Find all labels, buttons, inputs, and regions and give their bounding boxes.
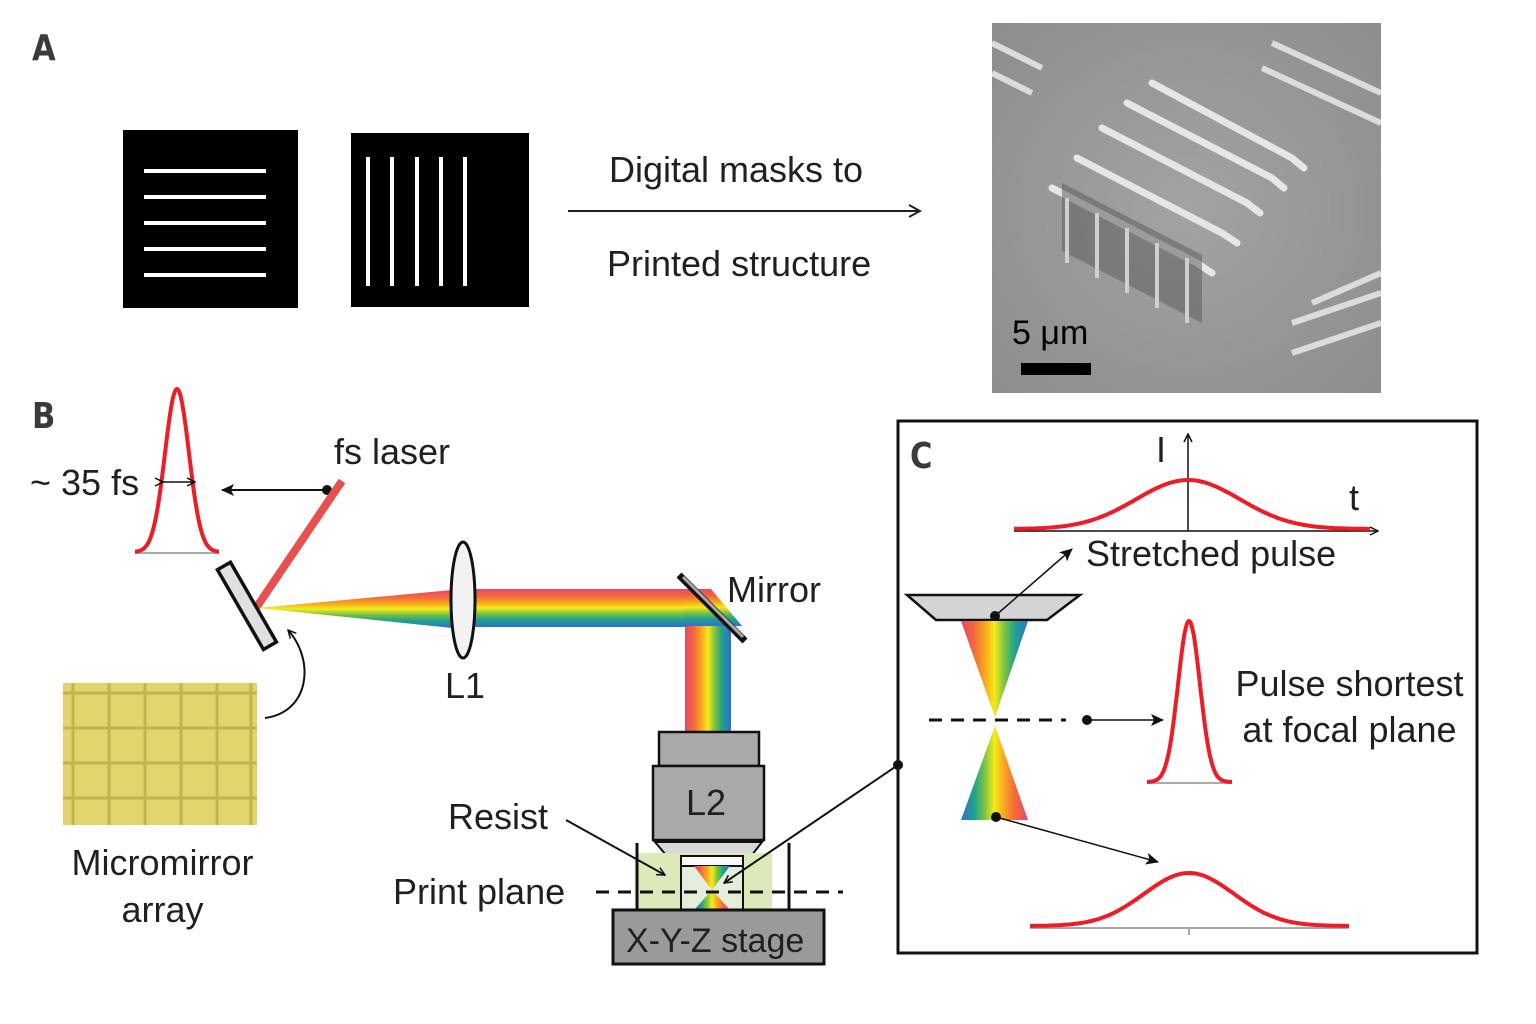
lens-l2-label: L2: [686, 782, 727, 823]
panel-label-a: A: [32, 28, 56, 69]
short-pulse-plot-b: [135, 386, 219, 554]
micromirror-array-photo: [63, 683, 257, 825]
panel-c-frame: [896, 419, 1479, 955]
focus-cone-lower: [961, 726, 1028, 820]
stretched-pointer-dot: [990, 611, 1000, 621]
resist-bath: [635, 843, 791, 911]
stretched-pulse-label: Stretched pulse: [1086, 533, 1337, 574]
lens-l1-label: L1: [445, 665, 486, 706]
laser-beam: [252, 478, 346, 611]
micromirror-label-line2: array: [121, 889, 204, 930]
resist-label: Resist: [448, 796, 549, 837]
arrow-text-top: Digital masks to: [609, 149, 864, 190]
zoom-callout-line: [724, 764, 899, 883]
pulse-width-label: ~ 35 fs: [30, 462, 140, 503]
focal-label-line1: Pulse shortest: [1235, 663, 1464, 704]
fold-mirror-face: [681, 575, 745, 639]
lower-pointer-dot: [991, 812, 1001, 822]
time-axis-label: t: [1349, 477, 1360, 518]
print-plane-label: Print plane: [393, 871, 566, 912]
mma-callout-arrow: [264, 630, 306, 719]
objective-tip: [903, 593, 1084, 622]
lens-l1: [449, 540, 477, 660]
focal-label-line2: at focal plane: [1242, 709, 1457, 750]
intensity-time-axes: [1014, 434, 1378, 531]
lower-pointer-arrow: [995, 816, 1159, 865]
panel-label-c: C: [910, 436, 933, 477]
xyz-stage: [611, 908, 826, 966]
vertical-beam: [685, 626, 731, 732]
vertical-lines-mask: [351, 133, 529, 307]
stretched-pulse-curve: [1014, 478, 1370, 531]
panel-label-b: B: [32, 396, 56, 437]
fs-laser-label: fs laser: [334, 431, 451, 472]
xyz-stage-label: X-Y-Z stage: [626, 922, 805, 960]
focus-cone-upper: [961, 621, 1028, 717]
dispersed-beam: [258, 590, 452, 628]
horizontal-lines-mask: [123, 130, 298, 308]
stretched-pointer-arrow: [994, 548, 1073, 617]
short-pulse-curve: [1147, 618, 1232, 784]
scale-bar-label: 5 μm: [1012, 314, 1089, 352]
lower-stretched-pulse-curve: [1030, 870, 1349, 928]
micromirror-label-line1: Micromirror: [71, 842, 254, 883]
mirror-label: Mirror: [727, 569, 821, 610]
focal-pointer-dot: [1082, 715, 1092, 725]
collimated-beam: [458, 589, 710, 627]
resist-pointer-arrow: [565, 819, 665, 876]
sem-micrograph: 5 μm: [992, 23, 1381, 393]
intensity-axis-label: I: [1156, 429, 1167, 470]
micromirror-device: [215, 559, 279, 652]
arrow-text-bottom: Printed structure: [607, 243, 872, 284]
